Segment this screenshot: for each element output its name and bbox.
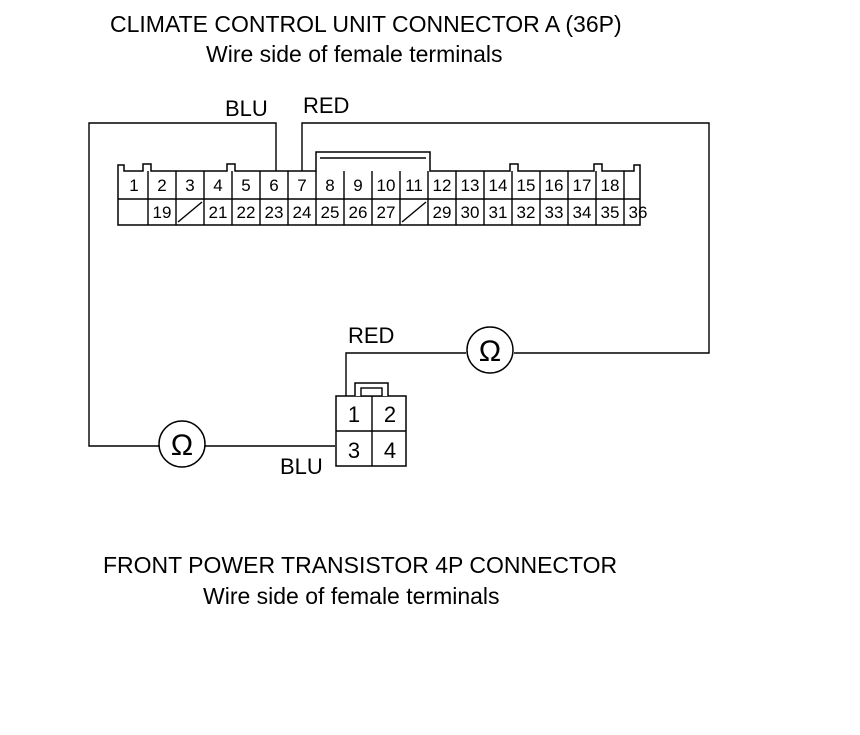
wire-label-red-mid: RED xyxy=(348,323,394,348)
pin-15: 15 xyxy=(517,176,536,195)
pin-17: 17 xyxy=(573,176,592,195)
ohmmeter-icon xyxy=(466,326,514,374)
wire-red-right xyxy=(301,122,710,354)
pin-34: 34 xyxy=(573,203,592,222)
pin-27: 27 xyxy=(377,203,396,222)
wire-label-blu-bottom: BLU xyxy=(280,454,323,479)
connector-b-pin-2: 2 xyxy=(384,402,396,427)
wire-blu-left xyxy=(88,122,277,447)
connector-b-pin-3: 3 xyxy=(348,438,360,463)
pin-2: 2 xyxy=(157,176,166,195)
pin-9: 9 xyxy=(353,176,362,195)
pin-18: 18 xyxy=(601,176,620,195)
pin-1: 1 xyxy=(129,176,138,195)
pin-36: 36 xyxy=(629,203,648,222)
connector-a-title: CLIMATE CONTROL UNIT CONNECTOR A (36P) xyxy=(110,11,622,37)
pin-3: 3 xyxy=(185,176,194,195)
blocked-cell xyxy=(401,201,427,223)
pin-16: 16 xyxy=(545,176,564,195)
wire-red-mid xyxy=(345,352,466,396)
connector-b-pin-4: 4 xyxy=(384,438,396,463)
ohm-symbol: Ω xyxy=(171,429,193,462)
connector-b-pin-1: 1 xyxy=(348,402,360,427)
pin-24: 24 xyxy=(293,203,312,222)
connector-b-title: FRONT POWER TRANSISTOR 4P CONNECTOR xyxy=(103,552,617,578)
pin-22: 22 xyxy=(237,203,256,222)
blocked-cell xyxy=(177,201,203,223)
pin-21: 21 xyxy=(209,203,228,222)
pin-8: 8 xyxy=(325,176,334,195)
pin-29: 29 xyxy=(433,203,452,222)
pin-23: 23 xyxy=(265,203,284,222)
pin-32: 32 xyxy=(517,203,536,222)
ohm-symbol: Ω xyxy=(479,335,501,368)
pin-11: 11 xyxy=(405,176,423,195)
pin-19: 19 xyxy=(153,203,172,222)
pin-4: 4 xyxy=(213,176,222,195)
pin-6: 6 xyxy=(269,176,278,195)
connector-b-4p: 1 2 3 4 xyxy=(335,382,407,467)
pin-35: 35 xyxy=(601,203,620,222)
pin-5: 5 xyxy=(241,176,250,195)
wire-label-blu-top: BLU xyxy=(225,96,268,121)
pin-10: 10 xyxy=(377,176,396,195)
wire-paths xyxy=(88,122,710,447)
pin-13: 13 xyxy=(461,176,480,195)
pin-30: 30 xyxy=(461,203,480,222)
wire-label-red-top: RED xyxy=(303,93,349,118)
ohmmeter-left: Ω xyxy=(158,420,206,468)
pin-26: 26 xyxy=(349,203,368,222)
connector-a-subtitle: Wire side of female terminals xyxy=(206,41,503,67)
pin-25: 25 xyxy=(321,203,340,222)
connector-b-subtitle: Wire side of female terminals xyxy=(203,583,500,609)
pin-14: 14 xyxy=(489,176,508,195)
pin-7: 7 xyxy=(297,176,306,195)
ohmmeter-icon xyxy=(158,420,206,468)
connector-a-housing xyxy=(117,151,641,226)
ohmmeter-right: Ω xyxy=(466,326,514,374)
pin-33: 33 xyxy=(545,203,564,222)
pin-12: 12 xyxy=(433,176,452,195)
connector-b-latch xyxy=(354,382,389,396)
pin-31: 31 xyxy=(489,203,508,222)
